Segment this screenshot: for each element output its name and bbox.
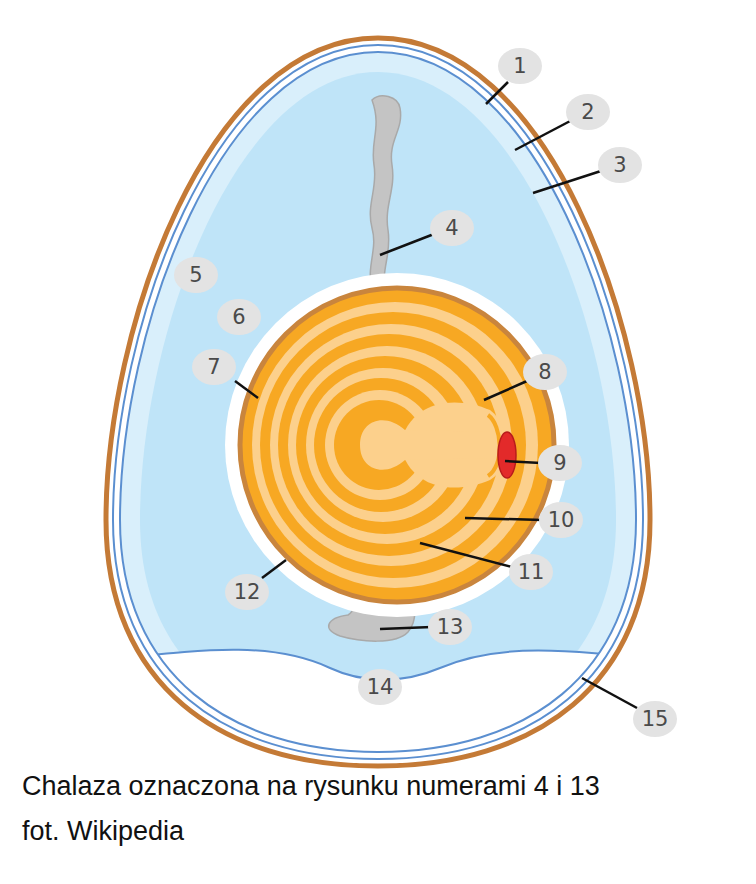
yellow-yolk — [260, 312, 526, 578]
callout-number: 7 — [192, 349, 236, 385]
white-yolk — [270, 324, 512, 566]
leader-line — [533, 170, 604, 193]
outer-shell-membrane — [113, 45, 643, 759]
callout-number: 5 — [174, 257, 218, 293]
leader-line — [235, 381, 258, 398]
germinal-disc — [498, 432, 516, 478]
inner-shell-membrane — [120, 52, 636, 752]
white-yolk — [252, 302, 538, 588]
callout-number: 11 — [509, 554, 553, 590]
latebra — [360, 420, 500, 470]
callout-number: 10 — [539, 502, 583, 538]
source-credit: fot. Wikipedia — [22, 815, 184, 847]
callout-number: 9 — [538, 445, 582, 481]
callout-number: 4 — [430, 210, 474, 246]
leader-line — [515, 119, 574, 150]
callout-number: 8 — [523, 354, 567, 390]
leader-line — [262, 560, 286, 578]
shell — [106, 38, 650, 766]
leader-line — [465, 518, 543, 520]
caption: Chalaza oznaczona na rysunku numerami 4 … — [22, 770, 600, 802]
leader-line — [420, 543, 512, 567]
callout-number: 6 — [217, 299, 261, 335]
callout-number: 3 — [598, 147, 642, 183]
chalaziferous-layer — [225, 273, 569, 617]
callout-number: 13 — [428, 609, 472, 645]
callout-number: 12 — [225, 574, 269, 610]
leader-line — [505, 461, 541, 463]
yellow-yolk — [278, 334, 500, 556]
yolk-layer — [488, 415, 500, 476]
outer-albumen — [120, 52, 636, 752]
leader-line — [582, 678, 637, 708]
leader-line — [380, 234, 434, 255]
callout-number: 15 — [633, 701, 677, 737]
leader-line — [484, 381, 527, 400]
callout-number: 1 — [498, 48, 542, 84]
callout-number: 2 — [566, 94, 610, 130]
callout-number: 14 — [358, 669, 402, 705]
thick-albumen — [140, 72, 616, 735]
leader-lines — [235, 82, 637, 708]
leader-line — [486, 82, 508, 104]
leader-line — [380, 627, 432, 629]
yolk-membrane — [240, 288, 554, 602]
